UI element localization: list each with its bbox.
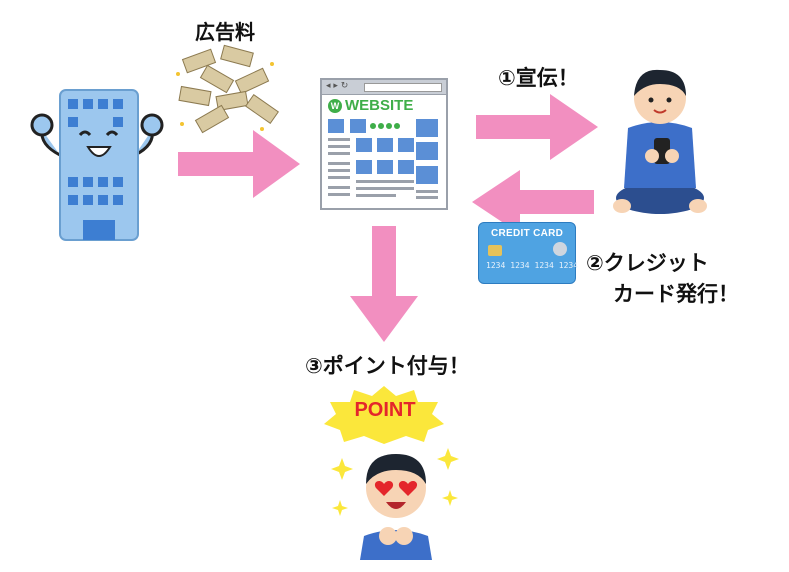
point-badge-text: POINT	[354, 399, 416, 421]
browser-nav-icon: ◂ ▸ ↻	[326, 81, 349, 91]
step3-label: ③ポイント付与！	[305, 354, 470, 378]
card-number-group: 1234	[510, 261, 530, 270]
user-with-smartphone-icon	[613, 69, 707, 214]
card-number-group: 1234	[558, 261, 579, 270]
browser-toolbar: ◂ ▸ ↻	[322, 80, 446, 95]
happy-person-icon	[331, 448, 459, 560]
website-content	[328, 119, 438, 199]
arrow-user-to-website	[472, 170, 594, 234]
card-number-group: 1234	[534, 261, 554, 270]
website-logo-badge: W	[328, 98, 342, 113]
card-hologram-icon	[553, 242, 567, 256]
credit-card: CREDIT CARD 1234 1234 1234 1234	[478, 222, 578, 284]
arrow-website-to-user	[476, 94, 598, 160]
arrow-website-to-point	[350, 226, 418, 342]
ad-fee-label: 広告料	[195, 20, 255, 44]
step1-label: ①宣伝！	[498, 66, 579, 90]
step2-label-line2: カード発行！	[613, 282, 739, 306]
credit-card-title: CREDIT CARD	[491, 228, 564, 239]
money-icon	[176, 44, 279, 134]
card-number-group: 1234	[486, 261, 506, 270]
card-chip-icon	[488, 245, 502, 256]
company-building-icon	[30, 89, 164, 241]
step2-label-line1: ②クレジット	[586, 251, 709, 275]
card-numbers: 1234 1234 1234 1234	[486, 261, 578, 270]
website-logo: W WEBSITE	[328, 97, 413, 114]
point-badge-icon	[324, 386, 444, 444]
website-window: ◂ ▸ ↻ W WEBSITE	[320, 78, 448, 210]
arrow-company-to-website	[178, 130, 300, 198]
website-logo-text: WEBSITE	[345, 97, 414, 114]
address-bar	[364, 83, 442, 92]
